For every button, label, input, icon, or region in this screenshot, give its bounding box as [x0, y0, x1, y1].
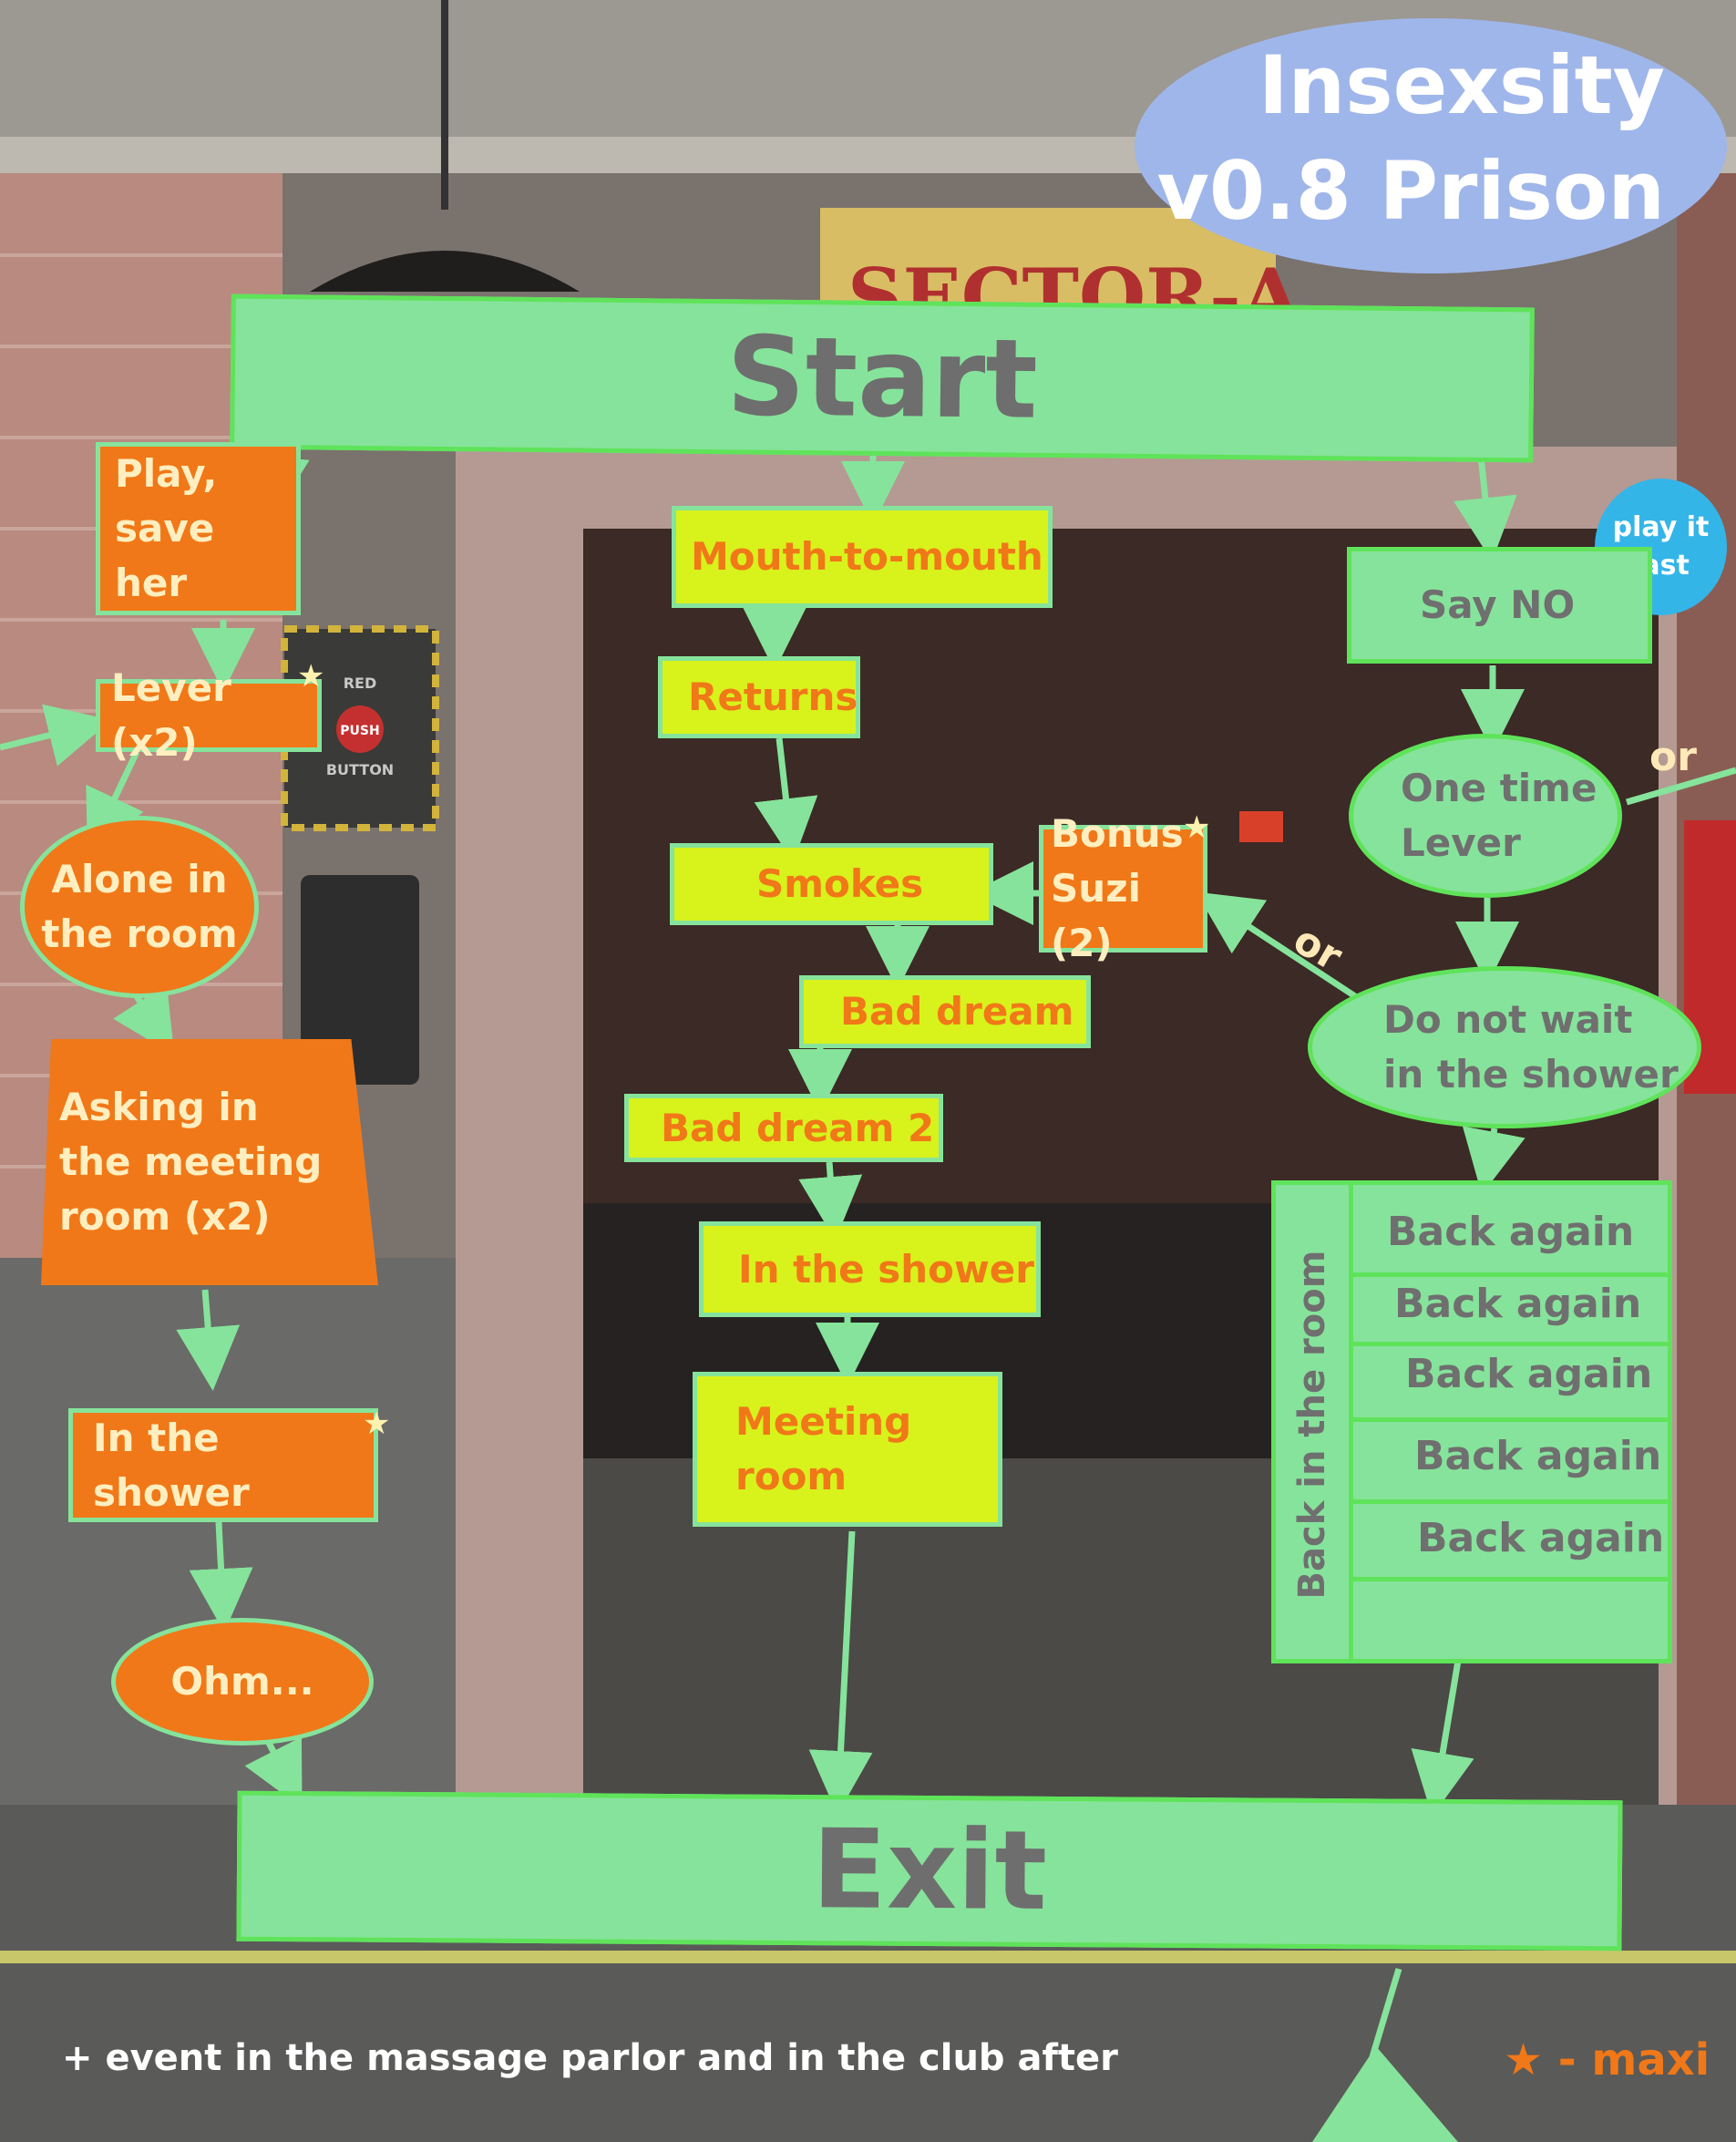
game-title: Insexsity — [1258, 38, 1665, 132]
middle-in-the-shower-label: In the shower — [738, 1246, 1034, 1292]
lever-x2-label: Lever (x2) — [111, 665, 231, 765]
one-time-lever-node: One time Lever — [1349, 734, 1622, 898]
start-label: Start — [725, 313, 1039, 444]
back-again-cell: Back again — [1405, 1351, 1653, 1397]
meeting-room-label: Meeting room — [735, 1399, 912, 1498]
smokes-node: Smokes — [670, 843, 993, 925]
do-not-wait-label: Do not wait in the shower — [1383, 997, 1679, 1097]
exit-label: Exit — [811, 1807, 1048, 1935]
meeting-room-node: Meeting room — [693, 1372, 1002, 1527]
asking-meeting-room-node: Asking in the meeting room (x2) — [41, 1039, 378, 1285]
mouth-to-mouth-node: Mouth-to-mouth — [672, 506, 1053, 608]
bad-dream-2-node: Bad dream 2 — [624, 1094, 943, 1162]
play-save-her-node: Play, save her — [96, 442, 301, 615]
alone-in-room-label: Alone in the room — [41, 857, 238, 956]
footer-note: + event in the massage parlor and in the… — [62, 2037, 1118, 2079]
exit-node: Exit — [236, 1790, 1623, 1951]
svg-text:BUTTON: BUTTON — [326, 761, 394, 778]
ohm-node: Ohm... — [111, 1618, 374, 1746]
maxi-star-icon: ★ — [297, 658, 325, 695]
returns-label: Returns — [688, 675, 858, 719]
bad-dream-label: Bad dream — [840, 989, 1074, 1034]
row-divider — [1349, 1499, 1672, 1504]
returns-node: Returns — [658, 656, 860, 738]
maxi-star-icon: ★ — [363, 1406, 391, 1442]
bad-dream-node: Bad dream — [799, 975, 1091, 1048]
say-no-label: Say NO — [1420, 582, 1576, 627]
play-it-last-text: play it last — [1612, 511, 1710, 582]
back-again-cell: Back again — [1394, 1281, 1642, 1327]
or-label-upper: or — [1649, 734, 1697, 780]
left-in-the-shower-label: In the shower — [93, 1415, 250, 1515]
ohm-label: Ohm... — [170, 1659, 314, 1704]
play-save-her-label: Play, save her — [115, 451, 218, 605]
back-again-cell: Back again — [1387, 1209, 1635, 1255]
svg-text:RED: RED — [344, 675, 377, 692]
smokes-label: Smokes — [756, 861, 924, 906]
back-in-the-room-label: Back in the room — [1291, 1250, 1333, 1600]
mouth-to-mouth-label: Mouth-to-mouth — [691, 534, 1043, 579]
back-in-the-room-side-cell — [1276, 1185, 1353, 1659]
bonus-suzi-label: Bonus Suzi (2) — [1051, 811, 1184, 965]
one-time-lever-label: One time Lever — [1401, 766, 1597, 865]
game-version: v0.8 Prison — [1156, 144, 1665, 238]
middle-in-the-shower-node: In the shower — [699, 1221, 1041, 1317]
maxi-star-icon: ★ — [1183, 809, 1211, 846]
back-again-cell: Back again — [1417, 1515, 1665, 1561]
title-badge: Insexsity v0.8 Prison — [1135, 18, 1727, 273]
alone-in-room-node: Alone in the room — [20, 816, 259, 998]
lever-x2-node: Lever (x2) — [96, 665, 322, 765]
do-not-wait-node: Do not wait in the shower — [1308, 966, 1701, 1128]
bad-dream-2-label: Bad dream 2 — [661, 1105, 935, 1150]
back-again-cell: Back again — [1414, 1433, 1662, 1479]
row-divider — [1349, 1342, 1672, 1346]
asking-meeting-room-label: Asking in the meeting room (x2) — [59, 1085, 323, 1239]
start-node: Start — [230, 293, 1535, 463]
row-divider — [1349, 1577, 1672, 1581]
say-no-node: Say NO — [1347, 547, 1652, 664]
back-in-the-room-table: Back in the room Back again Back again B… — [1271, 1180, 1672, 1663]
star-legend: ★ - maxi — [1504, 2034, 1710, 2085]
left-in-the-shower-node: In the shower — [68, 1408, 378, 1522]
svg-text:PUSH: PUSH — [340, 724, 379, 738]
row-divider — [1349, 1272, 1672, 1277]
row-divider — [1349, 1417, 1672, 1422]
bonus-suzi-node: Bonus Suzi (2) — [1039, 811, 1207, 965]
